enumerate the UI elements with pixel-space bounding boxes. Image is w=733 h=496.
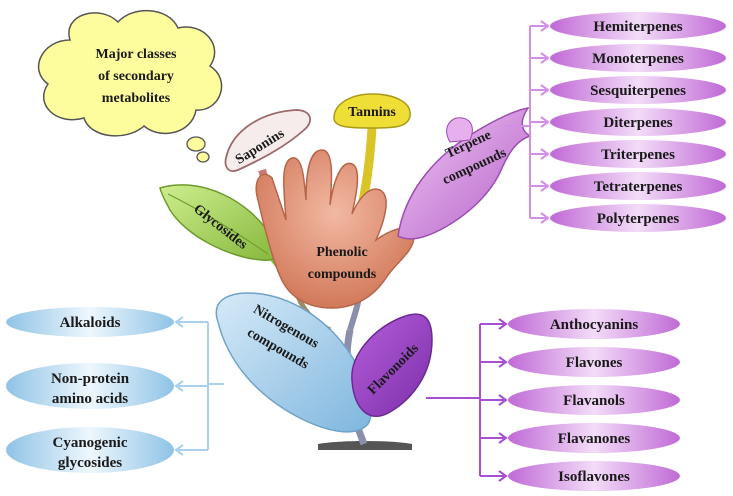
arrow-head <box>540 212 550 224</box>
arrow-head <box>540 180 550 192</box>
terpene-item: Sesquiterpenes <box>550 76 726 104</box>
terpene-item: Triterpenes <box>550 140 726 168</box>
flavonoid-pill <box>508 347 680 377</box>
flavonoid-pill <box>508 385 680 415</box>
nitrogen-item: Non-protein amino acids <box>6 363 174 409</box>
nitrogen-label-line-2: amino acids <box>52 391 128 407</box>
flavonoid-label: Flavones <box>566 355 623 371</box>
arrow-head <box>540 52 550 64</box>
plant-body <box>159 93 532 450</box>
terpene-label: Tetraterpenes <box>594 179 683 195</box>
flavonoid-label: Isoflavones <box>558 469 630 485</box>
terpene-label: Triterpenes <box>601 147 675 163</box>
terpene-label: Hemiterpenes <box>593 19 682 35</box>
flavonoid-item: Flavanones <box>508 423 680 453</box>
arrow-head <box>174 380 184 392</box>
flavonoid-item: Flavanols <box>508 385 680 415</box>
nitrogen-label-line-1: Non-protein <box>51 371 130 387</box>
tannin-cap <box>333 93 411 129</box>
arrow-head <box>540 20 550 32</box>
terpene-item: Tetraterpenes <box>550 172 726 200</box>
terpene-item: Hemiterpenes <box>550 12 726 40</box>
terpene-label: Monoterpenes <box>592 51 684 67</box>
terpene-item: Monoterpenes <box>550 44 726 72</box>
flavonoid-label: Flavanols <box>563 393 625 409</box>
flavonoid-pill <box>508 309 680 339</box>
label-phenolic-1: Phenolic <box>316 245 367 260</box>
nitrogen-pill <box>6 363 174 409</box>
flavonoid-label: Anthocyanins <box>550 317 639 333</box>
plant-base <box>318 441 412 450</box>
flavonoid-item: Anthocyanins <box>508 309 680 339</box>
terpene-pill <box>550 12 726 40</box>
nitrogen-label-line-2: glycosides <box>58 455 122 471</box>
terpene-pill <box>550 44 726 72</box>
arrow-head <box>498 470 508 482</box>
arrow-head <box>540 116 550 128</box>
arrow-head <box>498 318 508 330</box>
flavonoid-list: AnthocyaninsFlavonesFlavanolsFlavanonesI… <box>426 309 680 491</box>
arrow-head <box>498 432 508 444</box>
terpene-item: Diterpenes <box>550 108 726 136</box>
flavonoid-label: Flavanones <box>558 431 631 447</box>
phenolic-hand <box>255 149 415 309</box>
flavonoid-leaf <box>351 313 433 418</box>
label-tannins: Tannins <box>348 105 396 120</box>
terpene-pill <box>550 172 726 200</box>
arrow-head <box>540 148 550 160</box>
terpene-pill <box>550 76 726 104</box>
terpene-label: Polyterpenes <box>597 211 680 227</box>
arrow-head <box>498 356 508 368</box>
nitrogen-pill <box>6 427 174 473</box>
terpene-pill <box>550 204 726 232</box>
nitrogen-item: Cyanogenic glycosides <box>6 427 174 473</box>
nitrogen-pill <box>6 307 174 337</box>
cloud-line-2: of secondary <box>98 69 174 84</box>
nitrogen-label-line-1: Cyanogenic <box>53 435 128 451</box>
flavonoid-item: Isoflavones <box>508 461 680 491</box>
terpene-list: HemiterpenesMonoterpenesSesquiterpenesDi… <box>506 12 726 232</box>
flavonoid-pill <box>508 461 680 491</box>
flavonoid-pill <box>508 423 680 453</box>
nitrogen-label: Alkaloids <box>60 315 121 331</box>
nitrogen-item: Alkaloids <box>6 307 174 337</box>
glycoside-leaf <box>159 184 278 262</box>
arrow-head <box>174 316 184 328</box>
terpene-item: Polyterpenes <box>550 204 726 232</box>
label-phenolic-2: compounds <box>308 267 377 282</box>
arrow-head <box>540 84 550 96</box>
saponin-cap <box>224 109 311 172</box>
flavonoid-item: Flavones <box>508 347 680 377</box>
cloud-line-3: metabolites <box>102 91 171 106</box>
terpene-pill <box>550 140 726 168</box>
thought-cloud: Major classes of secondary metabolites <box>37 10 223 163</box>
terpene-label: Sesquiterpenes <box>590 83 686 99</box>
arrow-head <box>174 444 184 456</box>
terpene-pill <box>550 108 726 136</box>
arrow-head <box>498 394 508 406</box>
cloud-line-1: Major classes <box>96 47 178 62</box>
terpene-label: Diterpenes <box>603 115 672 131</box>
